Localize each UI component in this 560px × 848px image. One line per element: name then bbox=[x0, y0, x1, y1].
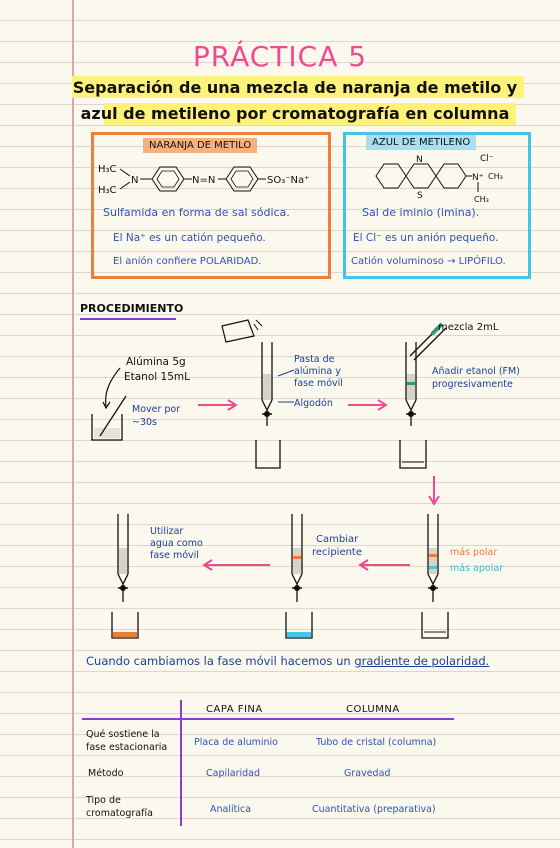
step2-column bbox=[221, 319, 281, 469]
table-horizontal-rule bbox=[82, 718, 454, 720]
step1-move-note-b: ~30s bbox=[132, 417, 157, 428]
row1-label-b: fase estacionaria bbox=[86, 742, 168, 753]
arrow-step2-to-step3 bbox=[348, 399, 388, 411]
table-row-3-label: Tipo de cromatografía bbox=[86, 794, 153, 820]
step3-mixture: mezcla 2mL bbox=[438, 322, 499, 333]
step3-note-b: progresivamente bbox=[432, 379, 513, 390]
step2-paste-note: Pasta de alúmina y fase móvil bbox=[294, 354, 343, 390]
step5-column bbox=[285, 514, 313, 639]
orange-note-2: El Na⁺ es un catión pequeño. bbox=[113, 232, 266, 244]
step2-paste-line1: Pasta de bbox=[294, 354, 335, 365]
arrow-step5-to-step6 bbox=[202, 559, 270, 571]
blue-note-2: El Cl⁻ es un anión pequeño. bbox=[353, 232, 499, 244]
table-col-thin-layer: CAPA FINA bbox=[206, 704, 263, 715]
step2-cotton-label: Algodón bbox=[294, 398, 333, 409]
table-row-2-thin: Capilaridad bbox=[206, 768, 261, 779]
step4-more-polar: más polar bbox=[450, 547, 498, 558]
blue-note-1: Sal de iminio (imina). bbox=[362, 206, 480, 219]
step5-note-a: Cambiar bbox=[316, 534, 359, 545]
table-row-1-thin: Placa de aluminio bbox=[194, 737, 278, 748]
step2-pointers bbox=[277, 369, 295, 403]
step3-column bbox=[399, 322, 447, 469]
formula-n-top: N bbox=[416, 155, 423, 165]
step1-ethanol: Etanol 15mL bbox=[124, 371, 190, 383]
methyl-orange-label: NARANJA DE METILO bbox=[143, 138, 258, 153]
methylene-blue-label: AZUL DE METILENO bbox=[366, 135, 477, 150]
step4-more-apolar: más apolar bbox=[450, 563, 504, 574]
table-vertical-rule bbox=[180, 700, 182, 826]
table-row-2-label: Método bbox=[88, 768, 124, 779]
formula-s: S bbox=[417, 191, 423, 201]
step2-paste-line3: fase móvil bbox=[294, 378, 343, 389]
step6-line2: agua como bbox=[150, 538, 203, 549]
arrow-step3-to-step4 bbox=[428, 476, 440, 506]
formula-ch3-b: CH₃ bbox=[474, 195, 489, 204]
table-col-column: COLUMNA bbox=[346, 704, 400, 715]
subtitle-line1: Separación de una mezcla de naranja de m… bbox=[72, 78, 518, 97]
formula-ch3-a: CH₃ bbox=[488, 172, 503, 181]
table-row-1-column: Tubo de cristal (columna) bbox=[316, 737, 437, 748]
step3-note-a: Añadir etanol (FM) bbox=[432, 366, 520, 377]
methylene-blue-box bbox=[343, 132, 531, 279]
formula-cl: Cl⁻ bbox=[480, 154, 494, 164]
row3-label-b: cromatografía bbox=[86, 808, 153, 819]
table-row-3-column: Cuantitativa (preparativa) bbox=[312, 804, 436, 815]
procedure-underline bbox=[80, 318, 176, 320]
arrow-step4-to-step5 bbox=[358, 559, 410, 571]
row3-label-a: Tipo de bbox=[86, 795, 121, 806]
table-row-3-thin: Analítica bbox=[210, 804, 252, 815]
step4-column bbox=[421, 514, 449, 639]
methyl-orange-structure: H₃C H₃C N N=N SO₃⁻Na⁺ bbox=[98, 164, 309, 196]
step2-paste-line2: alúmina y bbox=[294, 366, 341, 377]
formula-n-plus: N⁺ bbox=[472, 173, 484, 183]
step1-beaker-illustration bbox=[91, 367, 127, 441]
table-row-2-column: Gravedad bbox=[344, 768, 391, 779]
formula-azo: N=N bbox=[192, 175, 215, 186]
step6-column bbox=[111, 514, 139, 639]
methyl-orange-box bbox=[91, 132, 331, 279]
methylene-blue-structure: N S N⁺ Cl⁻ CH₃ CH₃ bbox=[375, 154, 503, 204]
formula-h3c-bottom: H₃C bbox=[98, 185, 117, 196]
step5-note-b: recipiente bbox=[312, 547, 363, 558]
procedure-heading: PROCEDIMIENTO bbox=[80, 302, 184, 315]
blue-note-3: Catión voluminoso → LIPÓFILO. bbox=[351, 256, 506, 267]
formula-n: N bbox=[131, 175, 138, 186]
arrow-step1-to-step2 bbox=[198, 399, 238, 411]
table-row-1-label: Qué sostiene la fase estacionaria bbox=[86, 728, 167, 754]
highlight-line2 bbox=[104, 103, 516, 125]
page-title: PRÁCTICA 5 bbox=[192, 40, 368, 73]
conclusion-text: Cuando cambiamos la fase móvil hacemos u… bbox=[86, 654, 351, 668]
margin-line bbox=[72, 0, 74, 848]
orange-note-3: El anión confiere POLARIDAD. bbox=[113, 256, 262, 267]
conclusion-emphasis: gradiente de polaridad. bbox=[354, 654, 490, 668]
step6-line3: fase móvil bbox=[150, 550, 199, 561]
highlight-line1 bbox=[72, 76, 524, 98]
subtitle-line2: azul de metileno por cromatografía en co… bbox=[80, 104, 510, 123]
conclusion: Cuando cambiamos la fase móvil hacemos u… bbox=[86, 654, 489, 668]
step6-line1: Utilizar bbox=[150, 526, 184, 537]
orange-note-1: Sulfamida en forma de sal sódica. bbox=[103, 206, 290, 219]
row1-label-a: Qué sostiene la bbox=[86, 729, 160, 740]
step1-alumina: Alúmina 5g bbox=[126, 356, 186, 368]
formula-sulfonate: SO₃⁻Na⁺ bbox=[267, 175, 309, 186]
step6-note: Utilizar agua como fase móvil bbox=[150, 526, 203, 562]
formula-h3c-top: H₃C bbox=[98, 164, 117, 175]
step1-move-note-a: Mover por bbox=[132, 404, 181, 415]
